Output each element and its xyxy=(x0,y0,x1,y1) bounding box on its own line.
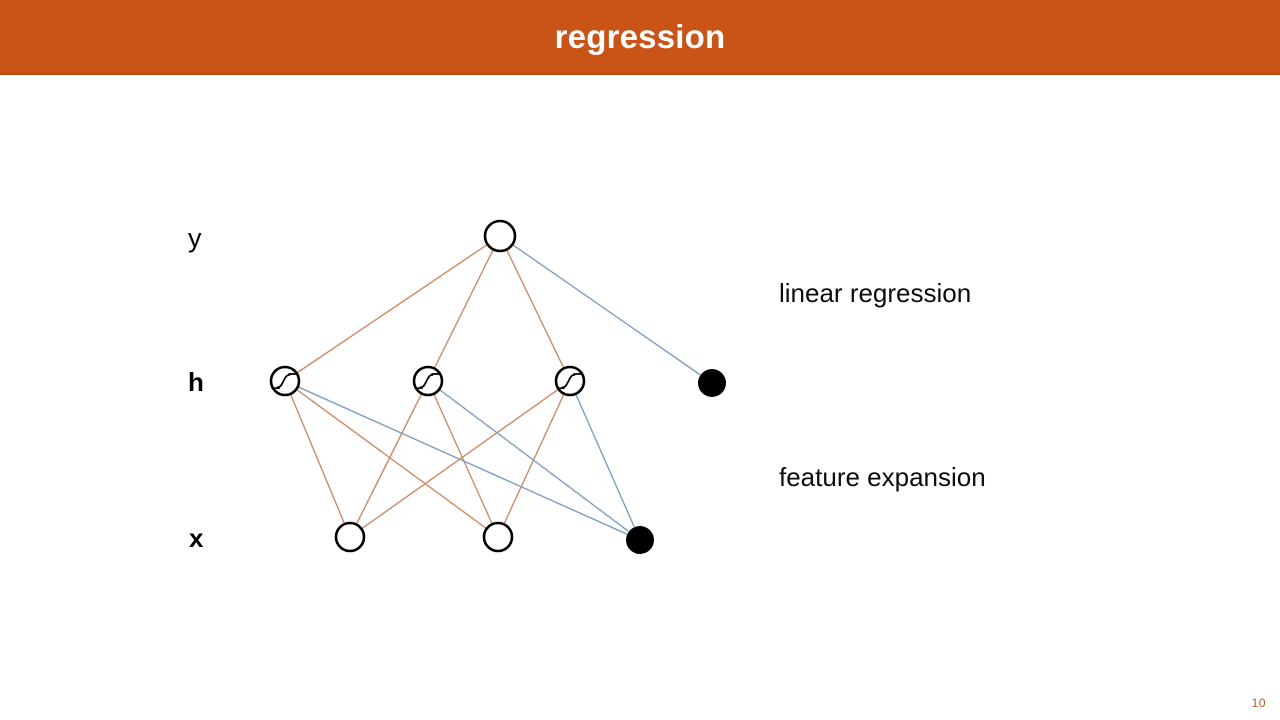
network-edge-bias xyxy=(575,393,635,528)
edge-layer xyxy=(289,244,701,535)
node-circle xyxy=(483,219,517,253)
node-circle xyxy=(698,369,726,397)
annotation-linear-regression: linear regression xyxy=(779,278,972,308)
network-edge-weight xyxy=(296,244,488,374)
network-node-sigmoid-h3 xyxy=(554,365,586,397)
node-circle xyxy=(482,521,514,553)
network-edge-weight xyxy=(503,393,565,525)
network-node-output-y1 xyxy=(483,219,517,253)
page-number: 10 xyxy=(1251,696,1266,710)
layer-label-h: h xyxy=(188,367,204,397)
network-edge-weight xyxy=(433,249,494,369)
node-circle xyxy=(554,365,586,397)
node-layer xyxy=(269,219,726,554)
network-edge-weight xyxy=(433,393,493,525)
layer-label-y: y xyxy=(188,223,202,253)
node-circle xyxy=(334,521,366,553)
slide-content-area xyxy=(0,75,1280,720)
network-node-sigmoid-h1 xyxy=(269,365,301,397)
node-circle xyxy=(626,526,654,554)
network-node-input-x2 xyxy=(482,521,514,553)
layer-label-x: x xyxy=(189,523,204,553)
network-node-bias-bias_x xyxy=(626,526,654,554)
slide-header-bar: regression xyxy=(0,0,1280,75)
node-circle xyxy=(269,365,301,397)
network-node-sigmoid-h2 xyxy=(412,365,444,397)
network-edge-bias xyxy=(512,244,701,376)
network-edge-weight xyxy=(296,389,487,529)
network-edge-weight xyxy=(506,249,565,369)
page-title: regression xyxy=(554,18,726,55)
network-edge-bias xyxy=(297,386,628,535)
network-edge-weight xyxy=(355,393,423,525)
network-edge-weight xyxy=(289,394,346,524)
node-circle xyxy=(412,365,444,397)
annotation-feature-expansion: feature expansion xyxy=(779,462,986,492)
network-node-bias-bias_h xyxy=(698,369,726,397)
network-edge-bias xyxy=(439,389,629,532)
network-node-input-x1 xyxy=(334,521,366,553)
